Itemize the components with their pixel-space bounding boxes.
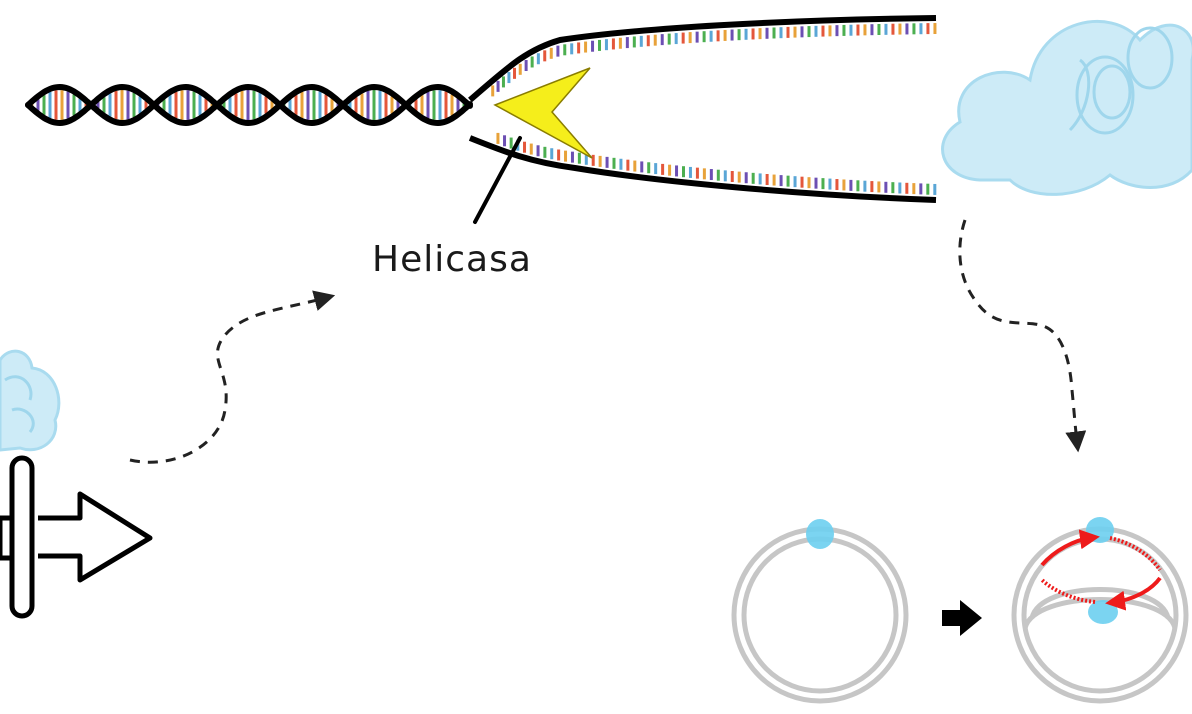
- replication-fork-arrows: [1040, 529, 1162, 611]
- replication-origin: [806, 519, 834, 549]
- dashed-curved-arrow-icon: [129, 290, 336, 464]
- helicase-label: Helicasa: [372, 239, 532, 280]
- dna-strand-b: [25, 83, 473, 127]
- dna-strand-a: [25, 83, 473, 127]
- arrow-right-icon: [942, 600, 982, 636]
- cloud-icon: [0, 349, 61, 452]
- helicase-icon: [493, 67, 593, 159]
- arrow-outline-icon: [0, 455, 153, 619]
- dashed-curved-arrow-icon: [958, 219, 1087, 453]
- plasmid-before: [731, 519, 909, 704]
- plasmid-replicating: [1011, 517, 1189, 704]
- dna-upper-strand: [468, 15, 937, 103]
- dna-replication-fork: Helicasa: [25, 15, 937, 280]
- dna-base-pairs: [30, 23, 937, 195]
- helicase-pointer-line: [473, 136, 522, 224]
- replication-terminus: [1088, 600, 1118, 624]
- dna-backbone: [25, 15, 937, 203]
- cloud-icon: [941, 19, 1192, 196]
